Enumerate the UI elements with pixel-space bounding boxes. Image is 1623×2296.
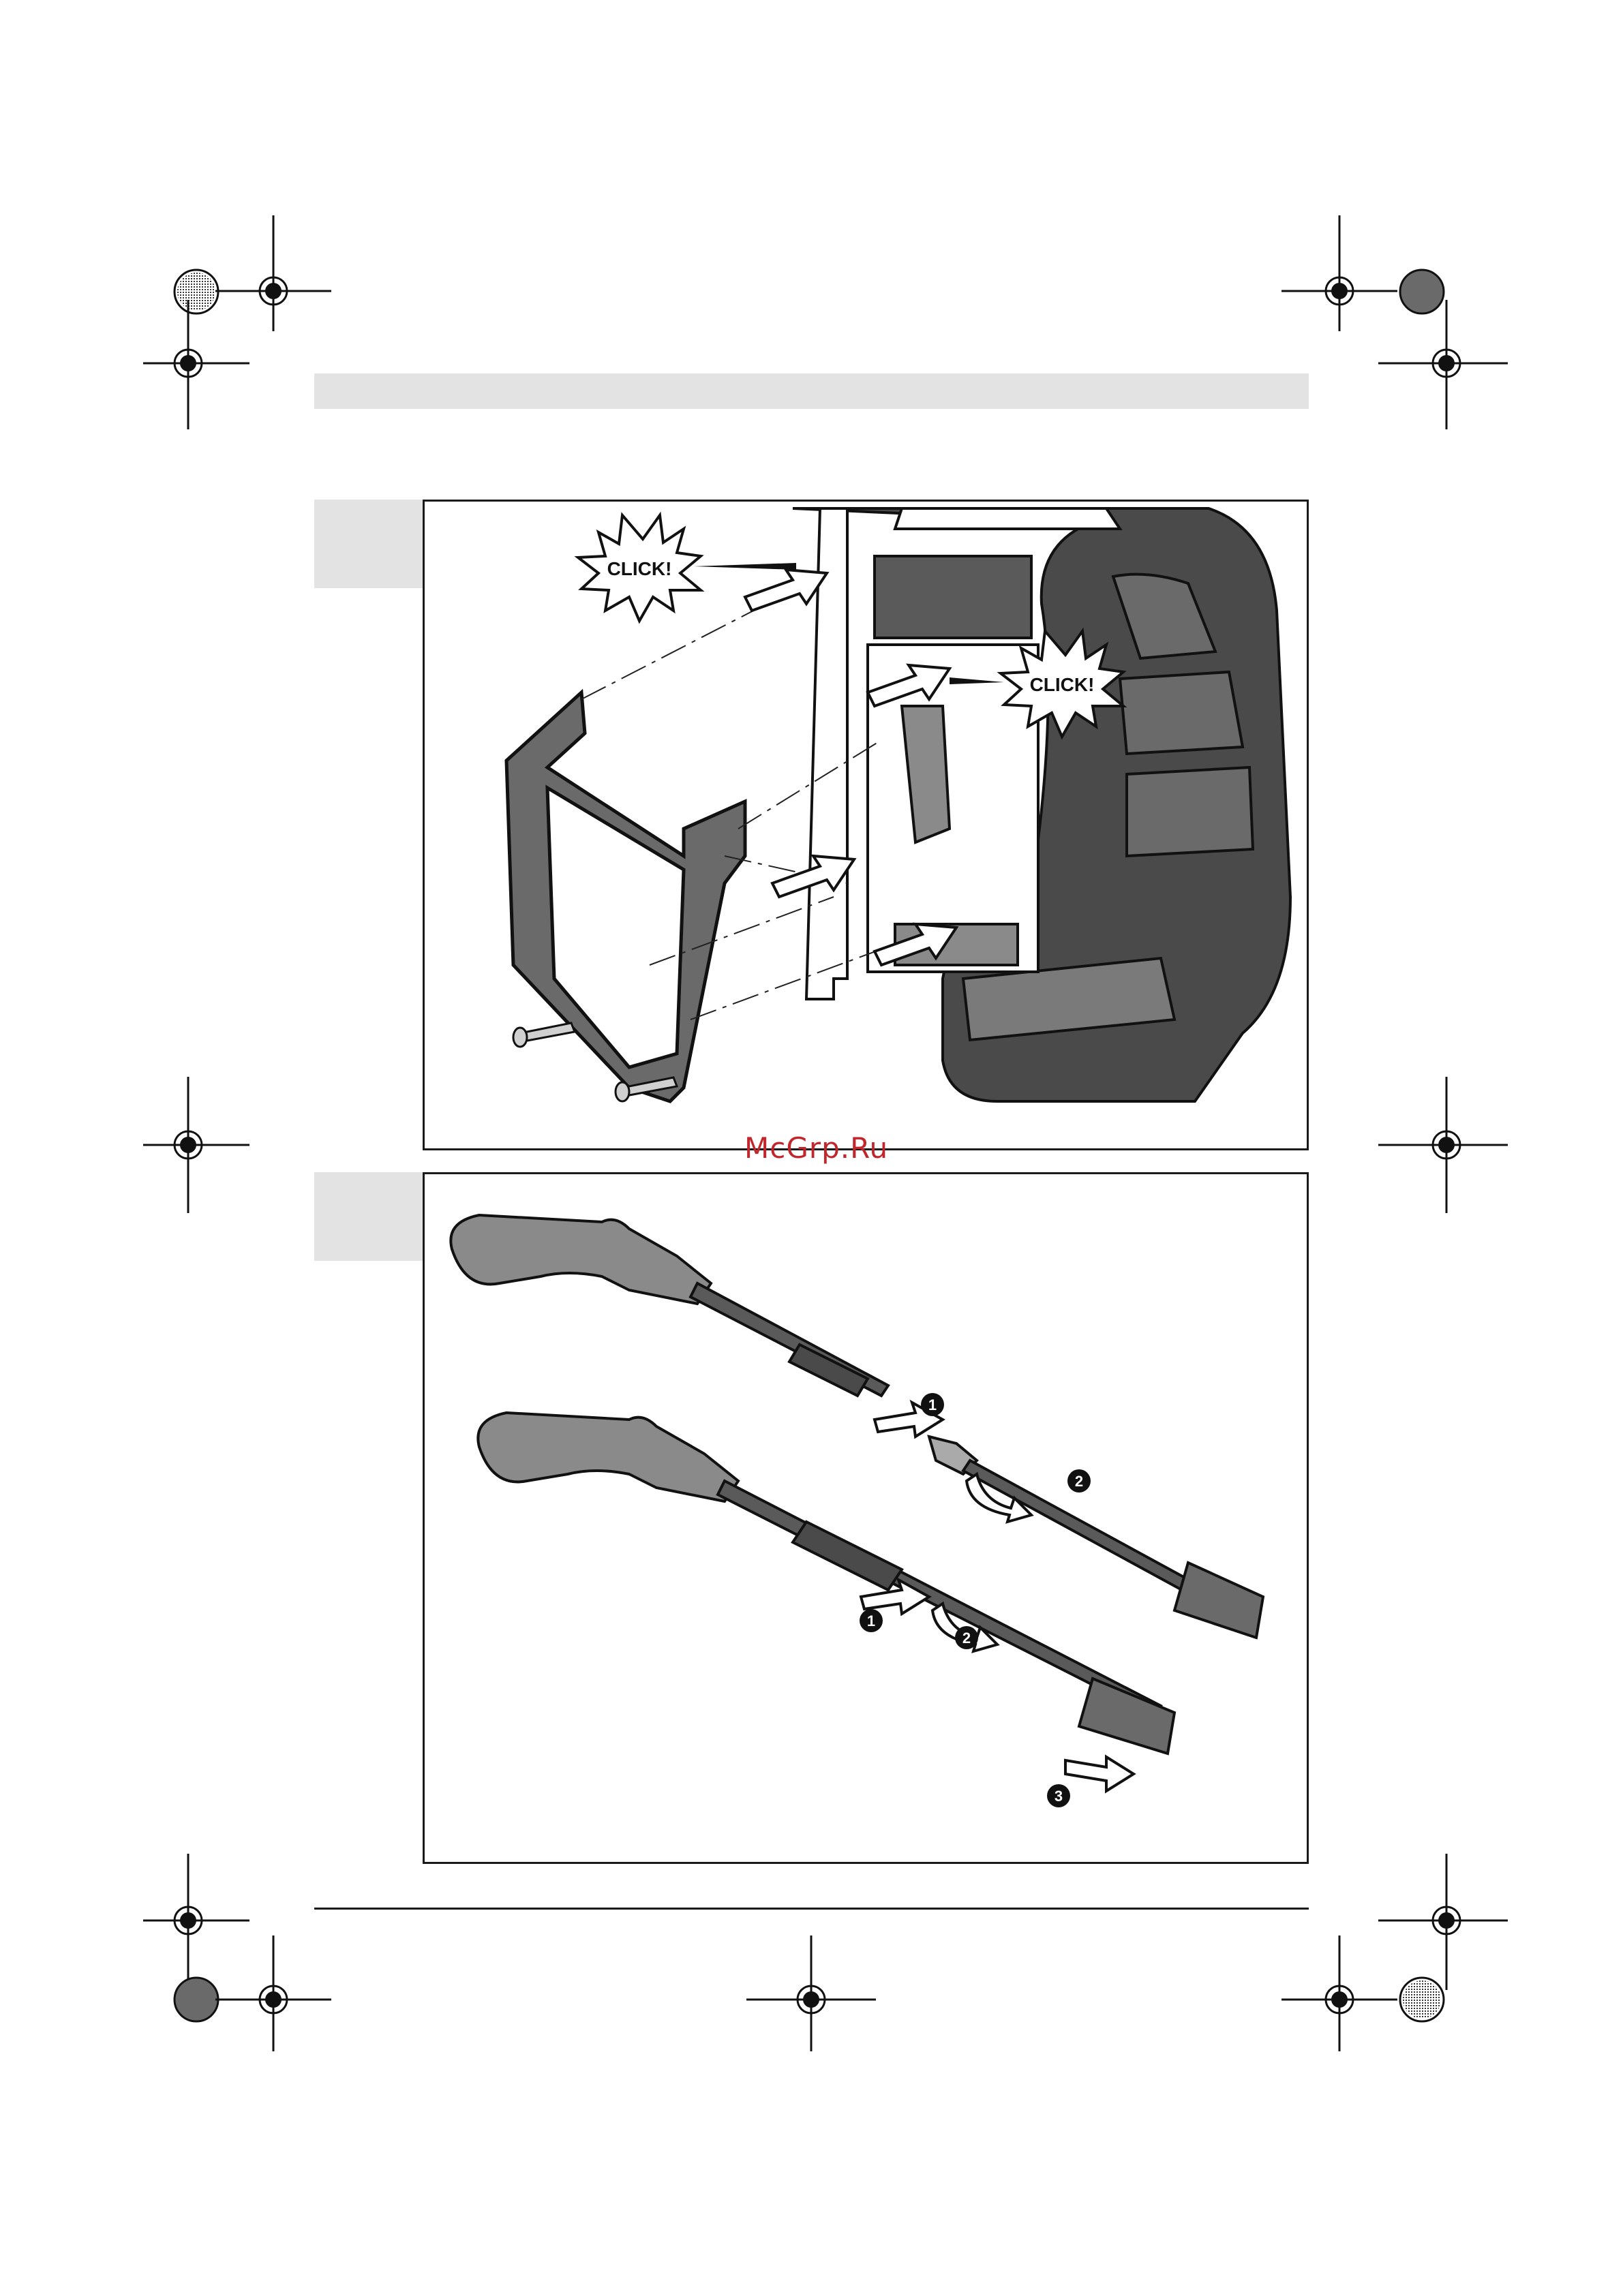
crosshair-mark-right-upper xyxy=(1371,300,1508,429)
figure-1-step-tab xyxy=(314,500,423,588)
step-marker-lower-2: 2 xyxy=(955,1626,978,1649)
crosshair-mark-bottom-center xyxy=(746,1935,876,2051)
figure-1-panel: CLICK! CLICK! xyxy=(423,500,1309,1150)
step-number-lower-1: 1 xyxy=(867,1612,875,1629)
watermark: McGrp.Ru xyxy=(744,1131,888,1165)
step-marker-lower-1: 1 xyxy=(860,1609,883,1632)
step-number-upper-2: 2 xyxy=(1075,1473,1083,1490)
stand-frame xyxy=(506,692,745,1101)
step-number-lower-2: 2 xyxy=(962,1629,971,1647)
figure-1-illustration: CLICK! CLICK! xyxy=(425,502,1307,1148)
step-number-lower-3: 3 xyxy=(1055,1788,1063,1805)
click-label-left: CLICK! xyxy=(607,558,672,579)
header-band xyxy=(314,373,1309,409)
registration-mark-bottom-right-outer xyxy=(1381,1959,1463,2040)
figure-2-panel: 1 2 1 2 3 xyxy=(423,1172,1309,1864)
step-marker-upper-1: 1 xyxy=(921,1393,944,1416)
spray-gun-upper xyxy=(451,1215,888,1396)
crosshair-mark-left-upper xyxy=(134,300,249,429)
step-number-upper-1: 1 xyxy=(928,1396,937,1413)
step-marker-lower-3: 3 xyxy=(1047,1784,1070,1807)
step-marker-upper-2: 2 xyxy=(1067,1469,1091,1493)
crosshair-mark-left-middle xyxy=(134,1077,249,1213)
spray-gun-lower xyxy=(478,1413,1174,1754)
pressure-washer-body xyxy=(793,508,1290,1101)
footer-rule xyxy=(314,1908,1309,1910)
figure-2-step-tab xyxy=(314,1172,423,1261)
crosshair-mark-right-middle xyxy=(1371,1077,1508,1213)
click-label-right: CLICK! xyxy=(1030,674,1095,695)
crosshair-mark-bottom-left xyxy=(215,1935,331,2051)
pull-arrow-icon xyxy=(1065,1757,1134,1791)
lance-upper xyxy=(929,1437,1263,1638)
figure-2-illustration: 1 2 1 2 3 xyxy=(425,1174,1307,1862)
